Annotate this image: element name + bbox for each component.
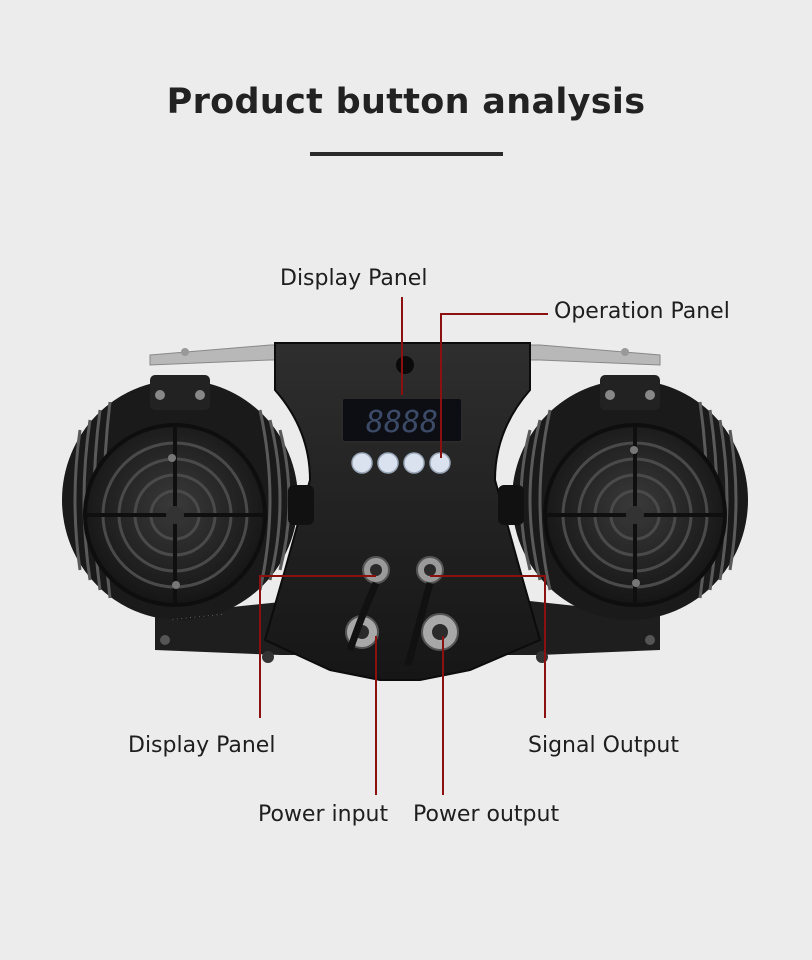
left-fan-head (62, 375, 298, 620)
operation-buttons (351, 452, 451, 474)
center-control-body (263, 342, 542, 681)
label-display-panel-bottom: Display Panel (128, 733, 276, 758)
label-signal-output: Signal Output (528, 733, 679, 758)
label-operation-panel: Operation Panel (554, 299, 730, 324)
led-display-digits: 8888 (366, 405, 438, 440)
label-power-input: Power input (258, 802, 389, 827)
title-underline (310, 152, 503, 156)
label-power-output: Power output (413, 802, 560, 827)
page-title: Product button analysis (166, 82, 646, 122)
led-display: 8888 (341, 397, 463, 443)
right-fan-head (512, 375, 748, 620)
label-display-panel-top: Display Panel (280, 266, 428, 291)
